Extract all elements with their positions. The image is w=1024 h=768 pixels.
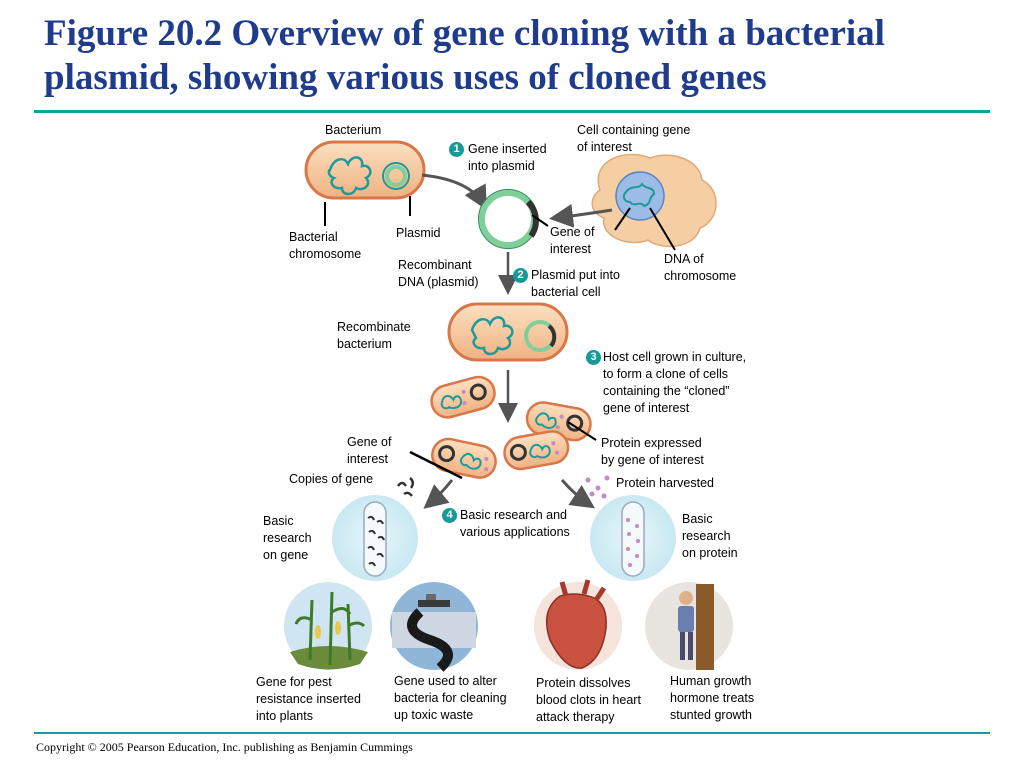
donor-cell <box>591 153 717 248</box>
clone-cells <box>430 375 592 479</box>
blood-clots-label: Protein dissolves blood clots in heart a… <box>536 676 641 724</box>
protein-pointer <box>567 421 597 441</box>
bacterium <box>304 140 426 200</box>
arrow-gene-in <box>549 203 613 228</box>
plasmid-in-bacterium <box>382 162 410 190</box>
basic-research-gene-label: Basic research on gene <box>263 514 312 562</box>
gene-copies <box>396 477 414 497</box>
dna-of-chromosome-label: DNA of chromosome <box>664 252 737 283</box>
arrow-to-gene-research <box>423 479 454 509</box>
growth-hormone-label: Human growth hormone treats stunted grow… <box>670 674 755 722</box>
step-1-badge: 1 <box>449 142 464 157</box>
oil-spill-image <box>390 582 478 672</box>
protein-test-tube <box>590 495 676 581</box>
cell-with-gene-label: Cell containing gene of interest <box>577 123 691 154</box>
step-1-text: Gene inserted into plasmid <box>468 142 547 173</box>
basic-research-protein-label: Basic research on protein <box>682 512 738 560</box>
page-title: Figure 20.2 Overview of gene cloning wit… <box>44 13 885 98</box>
corn-plants-image <box>284 582 372 670</box>
title-divider <box>34 110 990 113</box>
pest-resistance-label: Gene for pest resistance inserted into p… <box>256 675 361 723</box>
bacterial-chromosome <box>327 156 372 196</box>
step-2-badge: 2 <box>513 268 528 283</box>
recombinant-dna-label: Recombinant DNA (plasmid) <box>398 258 479 289</box>
dna-pointer <box>649 207 676 251</box>
step-4-text: Basic research and various applications <box>460 508 570 539</box>
recombinate-bacterium-label: Recombinate bacterium <box>337 320 411 351</box>
bacterial-chromosome-label: Bacterial chromosome <box>289 230 362 261</box>
gene-test-tube <box>332 495 418 581</box>
arrow-plasmid-out <box>421 173 487 211</box>
copies-of-gene-label: Copies of gene <box>289 472 374 486</box>
arrow-to-protein-research <box>560 479 595 509</box>
step-3-text: Host cell grown in culture, to form a cl… <box>603 350 747 415</box>
recombinant-plasmid <box>478 189 539 249</box>
bacterium-label: Bacterium <box>325 123 382 137</box>
recombinant-bacterium <box>447 302 569 362</box>
footer-divider <box>34 732 990 734</box>
gene-of-interest-label-2: Gene of interest <box>347 435 392 466</box>
growth-hormone-image <box>645 582 733 670</box>
gene-of-interest-label: Gene of interest <box>550 225 595 256</box>
nucleus <box>615 171 665 221</box>
step-2-text: Plasmid put into bacterial cell <box>531 268 620 299</box>
step-4-badge: 4 <box>442 508 457 523</box>
plasmid-label: Plasmid <box>396 226 441 240</box>
protein-expressed-label: Protein expressed by gene of interest <box>601 436 704 467</box>
gene-of-interest-pointer <box>409 450 463 480</box>
heart-image <box>534 579 622 670</box>
gene-pointer <box>614 207 631 231</box>
protein-dots <box>585 475 610 499</box>
protein-harvested-label: Protein harvested <box>616 476 714 490</box>
copyright-footer: Copyright © 2005 Pearson Education, Inc.… <box>36 740 413 754</box>
step-3-badge: 3 <box>586 350 601 365</box>
toxic-waste-label: Gene used to alter bacteria for cleaning… <box>394 674 507 722</box>
